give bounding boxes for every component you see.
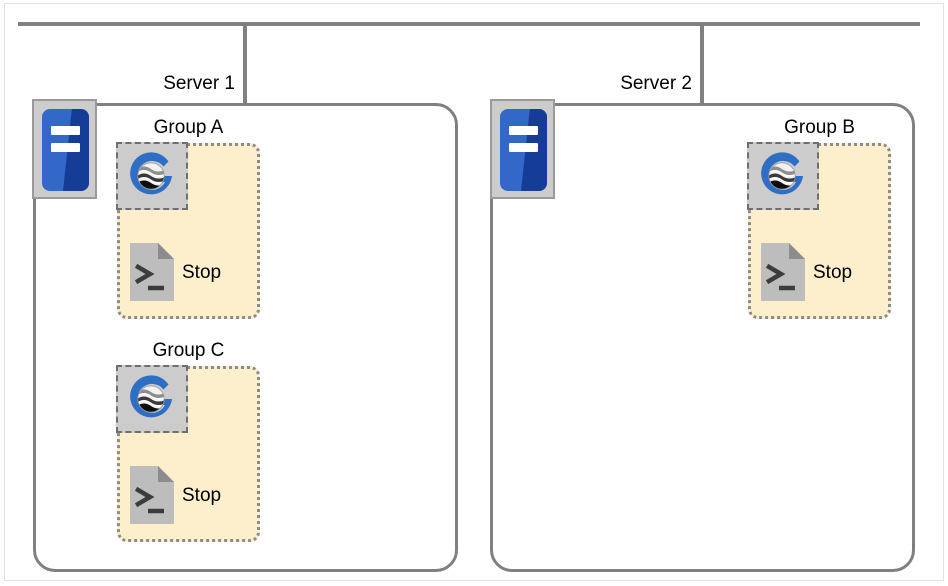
group-c-label: Group C (152, 340, 225, 361)
group-c-script[interactable]: Stop (128, 464, 221, 526)
network-bus-line (18, 22, 920, 26)
group-a-label: Group A (153, 117, 224, 138)
server-icon[interactable] (32, 99, 97, 199)
group-c-script-label: Stop (182, 484, 222, 506)
group-a-script-label: Stop (182, 261, 222, 283)
server-bay-1 (51, 126, 80, 135)
group-b-script[interactable]: Stop (759, 241, 852, 303)
server-chassis (42, 109, 89, 191)
globe-g-icon (755, 148, 811, 204)
network-drop-line-server-2 (700, 22, 704, 104)
globe-g-icon (124, 148, 180, 204)
group-b-resource[interactable] (747, 142, 819, 210)
group-b[interactable]: Group B (747, 118, 891, 319)
globe-g-icon (124, 371, 180, 427)
script-icon (128, 464, 176, 526)
server-icon[interactable] (490, 99, 555, 199)
group-c[interactable]: Group C (116, 341, 260, 542)
server-2-label: Server 2 (620, 73, 692, 94)
script-icon (128, 241, 176, 303)
server-bay-2 (509, 143, 538, 152)
group-a[interactable]: Group A (116, 118, 260, 319)
network-drop-line-server-1 (243, 22, 247, 104)
server-bay-2 (51, 143, 80, 152)
server-1-label: Server 1 (163, 73, 235, 94)
server-bay-1 (509, 126, 538, 135)
server-chassis (500, 109, 547, 191)
script-icon (759, 241, 807, 303)
group-b-label: Group B (784, 117, 855, 138)
group-a-script[interactable]: Stop (128, 241, 221, 303)
group-b-script-label: Stop (813, 261, 853, 283)
group-a-resource[interactable] (116, 142, 188, 210)
group-c-resource[interactable] (116, 365, 188, 433)
